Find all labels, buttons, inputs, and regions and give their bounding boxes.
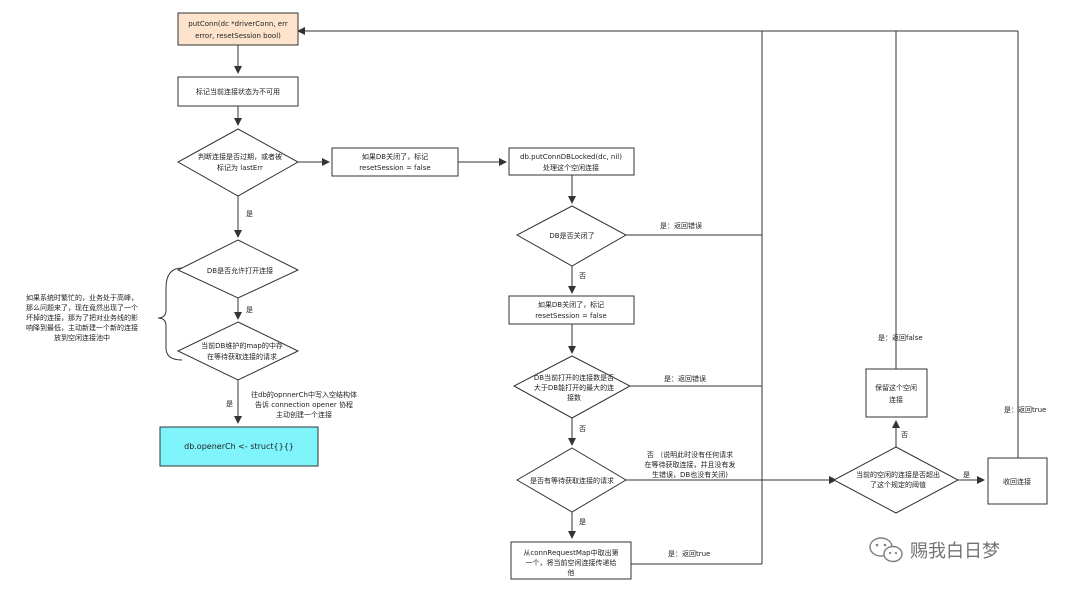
label-no-count: 否 <box>579 425 586 433</box>
label-return-false: 是：返回false <box>878 334 923 342</box>
recycle-text: 收回连接 <box>1003 477 1031 486</box>
take-from-map-line-3: 他 <box>568 568 575 577</box>
node-take-from-map: 从connRequestMap中取出第 一个，将当前空闲连接传递给 他 <box>510 541 632 580</box>
node-has-waiting: 是否有等待获取连接的请求 <box>516 447 627 513</box>
node-idle-exceed: 当前的空闲的连接是否超出 了这个规定的阈值 <box>832 446 960 514</box>
start-line-1: putConn(dc *driverConn, err <box>188 20 288 28</box>
open-count-line-3: 接数 <box>567 393 581 402</box>
opener-note-line-1: 往db的opnnerCh中写入空结构体 <box>251 390 357 399</box>
label-yes-waiting: 是 <box>579 518 586 526</box>
node-mark-unusable: 标记当前连接状态为不可用 <box>177 76 299 107</box>
busy-note-line-2: 那么问题来了，现在竟然出现了一个 <box>26 303 138 312</box>
opener-note-line-3: 主动创建一个连接 <box>276 410 332 419</box>
has-waiting-text: 是否有等待获取连接的请求 <box>530 476 614 485</box>
label-no-idle: 否 <box>901 431 908 439</box>
set-reset-1-line-1: 如果DB关闭了，标记 <box>362 152 428 161</box>
check-expired-line-2: 标记为 lastErr <box>217 163 263 172</box>
keep-idle-line-2: 连接 <box>889 395 903 404</box>
node-put-locked: db.putConnDBLocked(dc, nil) 处理这个空闲连接 <box>508 147 635 176</box>
open-count-line-1: DB当前打开的连接数是否 <box>534 373 614 382</box>
node-db-allow-open: DB是否允许打开连接 <box>176 239 300 299</box>
set-reset-2-line-1: 如果DB关闭了，标记 <box>538 300 604 309</box>
mark-unusable-text: 标记当前连接状态为不可用 <box>196 87 280 96</box>
edge-labels: 是 是 是 否 否 是 否 是 是：返回错误 是：返回错误 是：返回true 是… <box>26 210 1046 558</box>
node-set-reset-2: 如果DB关闭了，标记 resetSession = false <box>508 295 635 325</box>
label-yes-allow: 是 <box>246 306 253 314</box>
label-no-closed: 否 <box>579 272 586 280</box>
set-reset-1-line-2: resetSession = false <box>359 164 430 172</box>
wechat-icon <box>869 537 903 563</box>
check-expired-line-1: 判断连接是否过期，或者被 <box>198 152 282 161</box>
put-locked-line-2: 处理这个空闲连接 <box>543 163 599 172</box>
watermark-text: 赐我白日梦 <box>910 541 1000 562</box>
take-from-map-line-2: 一个，将当前空闲连接传递给 <box>526 558 617 567</box>
busy-note-line-1: 如果系统时繁忙的，业务处于高峰， <box>26 293 138 302</box>
node-db-closed: DB是否关闭了 <box>515 205 628 267</box>
open-count-line-2: 大于DB能打开的最大的连 <box>534 383 614 392</box>
node-open-count: DB当前打开的连接数是否 大于DB能打开的最大的连 接数 <box>512 355 632 419</box>
no-waiting-note-line-1: 否 （说明此时没有任何请求 <box>647 450 733 459</box>
no-waiting-note-line-2: 在等待获取连接，并且没有发 <box>645 460 736 469</box>
busy-note-line-3: 坏掉的连接，那为了把对业务线的影 <box>26 313 138 322</box>
node-check-expired: 判断连接是否过期，或者被 标记为 lastErr <box>176 128 300 197</box>
opener-note-line-2: 告诉 connection opener 协程 <box>255 400 353 409</box>
map-waiting-line-1: 当前DB维护的map的中存 <box>201 341 283 350</box>
start-line-2: error, resetSession bool) <box>195 32 281 40</box>
node-opener-ch: db.openerCh <- struct{}{} <box>159 426 319 467</box>
node-set-reset-1: 如果DB关闭了，标记 resetSession = false <box>331 147 459 177</box>
label-return-true-1: 是：返回true <box>668 550 710 558</box>
note-brace <box>157 267 183 361</box>
label-return-error-2: 是：返回错误 <box>664 374 706 383</box>
label-yes-map: 是 <box>226 400 233 408</box>
put-locked-line-1: db.putConnDBLocked(dc, nil) <box>520 153 622 161</box>
node-map-waiting: 当前DB维护的map的中存 在等待获取连接的请求 <box>176 321 300 381</box>
opener-ch-text: db.openerCh <- struct{}{} <box>184 442 294 451</box>
busy-note-line-4: 响降到最低，主动新建一个新的连接 <box>26 323 138 332</box>
watermark: 赐我白日梦 <box>869 537 1000 563</box>
db-closed-text: DB是否关闭了 <box>549 231 594 240</box>
label-return-error-1: 是：返回错误 <box>660 221 702 230</box>
db-allow-open-text: DB是否允许打开连接 <box>207 266 273 275</box>
set-reset-2-line-2: resetSession = false <box>535 312 606 320</box>
no-waiting-note-line-3: 生错误，DB也没有关闭) <box>652 470 728 479</box>
label-yes-idle: 是 <box>963 471 970 479</box>
idle-exceed-line-1: 当前的空闲的连接是否超出 <box>856 470 940 479</box>
take-from-map-line-1: 从connRequestMap中取出第 <box>523 548 618 557</box>
keep-idle-line-1: 保留这个空闲 <box>875 383 917 392</box>
idle-exceed-line-2: 了这个规定的阈值 <box>870 480 926 489</box>
label-return-true-2: 是：返回true <box>1004 406 1046 414</box>
busy-note-line-5: 放到空闲连接池中 <box>54 333 110 342</box>
node-recycle: 收回连接 <box>987 457 1048 505</box>
node-keep-idle: 保留这个空闲 连接 <box>865 368 928 418</box>
node-start: putConn(dc *driverConn, err error, reset… <box>177 12 299 46</box>
connectors <box>157 27 1019 565</box>
label-yes-check: 是 <box>246 210 253 218</box>
map-waiting-line-2: 在等待获取连接的请求 <box>207 352 277 361</box>
